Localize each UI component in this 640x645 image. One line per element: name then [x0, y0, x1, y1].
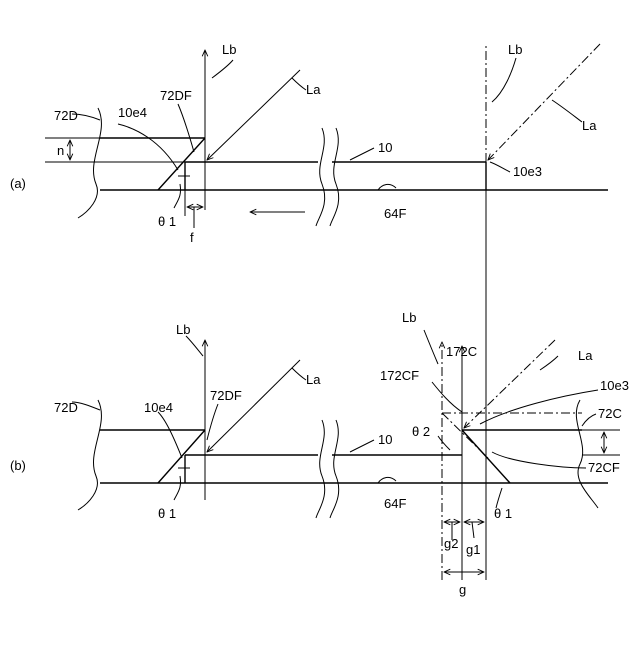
panel-a-leader-10: [350, 148, 374, 160]
panel-b-172CF-dashed: [442, 413, 488, 458]
panel-a-member-72D: [45, 108, 205, 218]
panel-a-label-72D: 72D: [54, 108, 78, 123]
panel-b: (b): [10, 310, 629, 597]
panel-b-leader-Lb: [186, 336, 203, 356]
panel-a-La-arrow: [207, 70, 300, 160]
panel-b-label-g1: g1: [466, 542, 480, 557]
panel-b-leader-Lb2: [424, 330, 438, 364]
panel-b-label-10e3: 10e3: [600, 378, 629, 393]
panel-a-label-64F: 64F: [384, 206, 406, 221]
panel-b-label-theta1: θ 1: [158, 506, 176, 521]
panel-b-label-10: 10: [378, 432, 392, 447]
panel-a-label-f: f: [190, 230, 194, 245]
panel-a-label-theta1: θ 1: [158, 214, 176, 229]
panel-a-label-10: 10: [378, 140, 392, 155]
panel-a-label-10e4: 10e4: [118, 105, 147, 120]
panel-a-label-Lb2: Lb: [508, 42, 522, 57]
panel-b-label-theta2: θ 2: [412, 424, 430, 439]
panel-b-leader-theta1: [174, 476, 181, 500]
panel-a-leader-Lb: [212, 60, 233, 78]
panel-a-sheet-10: [45, 128, 486, 226]
panel-a-label-10e3: 10e3: [513, 164, 542, 179]
panel-a-leader-theta1: [174, 184, 181, 208]
panel-b-label-g: g: [459, 582, 466, 597]
panel-a: (a): [10, 42, 608, 420]
panel-b-leader-10e4: [158, 412, 182, 458]
panel-b-label-172CF: 172CF: [380, 368, 419, 383]
panel-b-leader-72CF: [492, 452, 586, 468]
panel-a-label: (a): [10, 176, 26, 191]
panel-b-leader-La2: [540, 356, 558, 370]
panel-a-leader-La2: [552, 100, 582, 122]
panel-a-leader-10e3: [490, 162, 510, 172]
panel-b-leader-10: [350, 440, 374, 452]
panel-a-leader-72DF: [178, 104, 194, 152]
panel-b-label-g2: g2: [444, 536, 458, 551]
panel-b-label-72D: 72D: [54, 400, 78, 415]
panel-a-label-n: n: [57, 143, 64, 158]
panel-b-label-72DF: 72DF: [210, 388, 242, 403]
panel-b-La-dashed: [464, 340, 555, 428]
panel-a-label-La2: La: [582, 118, 597, 133]
panel-a-La-dashed: [488, 44, 600, 160]
panel-b-leader-La: [292, 368, 306, 380]
panel-b-label-72C: 72C: [598, 406, 622, 421]
panel-b-leader-172CF: [432, 382, 462, 412]
panel-b-label-La2: La: [578, 348, 593, 363]
panel-a-leader-Lb2: [492, 58, 516, 102]
panel-b-label-10e4: 10e4: [144, 400, 173, 415]
panel-a-leader-10e4: [118, 124, 178, 170]
panel-a-label-La: La: [306, 82, 321, 97]
panel-b-label-La: La: [306, 372, 321, 387]
panel-b-La-arrow: [207, 360, 300, 452]
panel-b-leader-theta2: [438, 436, 450, 450]
panel-b-label-theta1b: θ 1: [494, 506, 512, 521]
panel-a-label-Lb: Lb: [222, 42, 236, 57]
panel-b-label-72CF: 72CF: [588, 460, 620, 475]
panel-b-label-Lb: Lb: [176, 322, 190, 337]
panel-b-label-172C: 172C: [446, 344, 477, 359]
panel-a-leader-64F: [378, 184, 396, 190]
panel-b-leader-64F: [378, 477, 396, 483]
panel-a-leader-La: [292, 78, 306, 90]
panel-b-leader-72DF: [207, 404, 218, 440]
panel-b-leader-10e3: [480, 390, 598, 424]
panel-b-label-Lb2: Lb: [402, 310, 416, 325]
panel-a-label-72DF: 72DF: [160, 88, 192, 103]
panel-b-label: (b): [10, 458, 26, 473]
panel-b-leader-72C: [582, 414, 596, 426]
panel-b-label-64F: 64F: [384, 496, 406, 511]
panel-b-leader-theta1b: [496, 488, 502, 508]
